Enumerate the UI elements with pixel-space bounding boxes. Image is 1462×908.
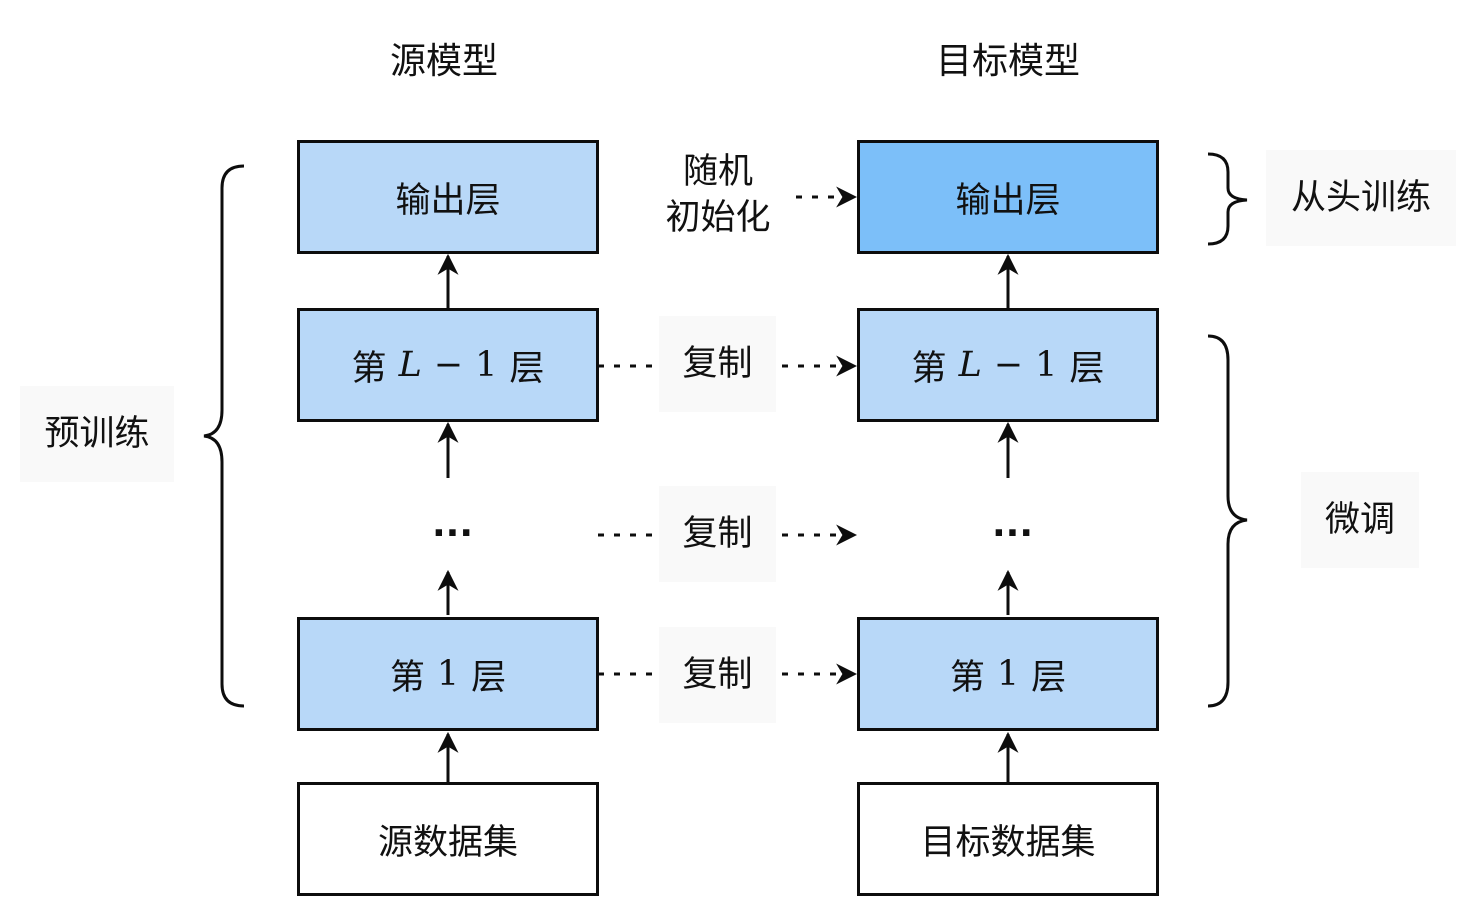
random-init-line2: 初始化 (665, 197, 771, 238)
layer-op: − (993, 345, 1024, 385)
copy-label-1: 复制 (659, 316, 776, 412)
source-layer-1: 第 1 层 (297, 617, 599, 731)
layer-op: − (433, 345, 464, 385)
source-output-layer-label: 输出层 (395, 180, 501, 221)
source-dataset-label: 源数据集 (377, 822, 518, 863)
copy-label-3: 复制 (659, 627, 776, 723)
layer-num: 1 (475, 345, 498, 385)
layer-var: L (398, 345, 422, 385)
target-layer-l-minus-1: 第 L − 1 层 (857, 308, 1159, 422)
brace-train-from-scratch (1207, 152, 1248, 246)
train-from-scratch-label: 从头训练 (1266, 150, 1456, 246)
target-ellipsis: ··· (992, 513, 1034, 554)
copy-label-2: 复制 (659, 486, 776, 582)
layer-prefix: 第 (351, 348, 387, 389)
layer-suffix: 层 (509, 348, 545, 389)
source-model-title: 源模型 (390, 41, 499, 82)
target-output-layer-label: 输出层 (955, 180, 1061, 221)
layer-num: 1 (1035, 345, 1058, 385)
layer-suffix: 层 (1031, 657, 1067, 698)
target-model-title: 目标模型 (936, 41, 1081, 82)
source-output-layer: 输出层 (297, 140, 599, 254)
random-init-label: 随机 初始化 (660, 150, 776, 241)
brace-pretrain (203, 164, 245, 708)
random-init-line1: 随机 (682, 152, 753, 192)
brace-finetune (1207, 334, 1248, 708)
layer-prefix: 第 (949, 657, 985, 698)
target-dataset: 目标数据集 (857, 782, 1159, 896)
source-layer-l-minus-1: 第 L − 1 层 (297, 308, 599, 422)
layer-num: 1 (996, 654, 1020, 694)
target-dataset-label: 目标数据集 (920, 822, 1096, 863)
pretrain-label: 预训练 (20, 386, 174, 482)
layer-prefix: 第 (911, 348, 947, 389)
layer-suffix: 层 (471, 657, 507, 698)
layer-prefix: 第 (389, 657, 425, 698)
layer-var: L (958, 345, 982, 385)
layer-suffix: 层 (1069, 348, 1105, 389)
target-layer-1: 第 1 层 (857, 617, 1159, 731)
finetune-label: 微调 (1301, 472, 1419, 568)
target-output-layer: 输出层 (857, 140, 1159, 254)
source-dataset: 源数据集 (297, 782, 599, 896)
layer-num: 1 (436, 654, 460, 694)
source-ellipsis: ··· (432, 513, 474, 554)
